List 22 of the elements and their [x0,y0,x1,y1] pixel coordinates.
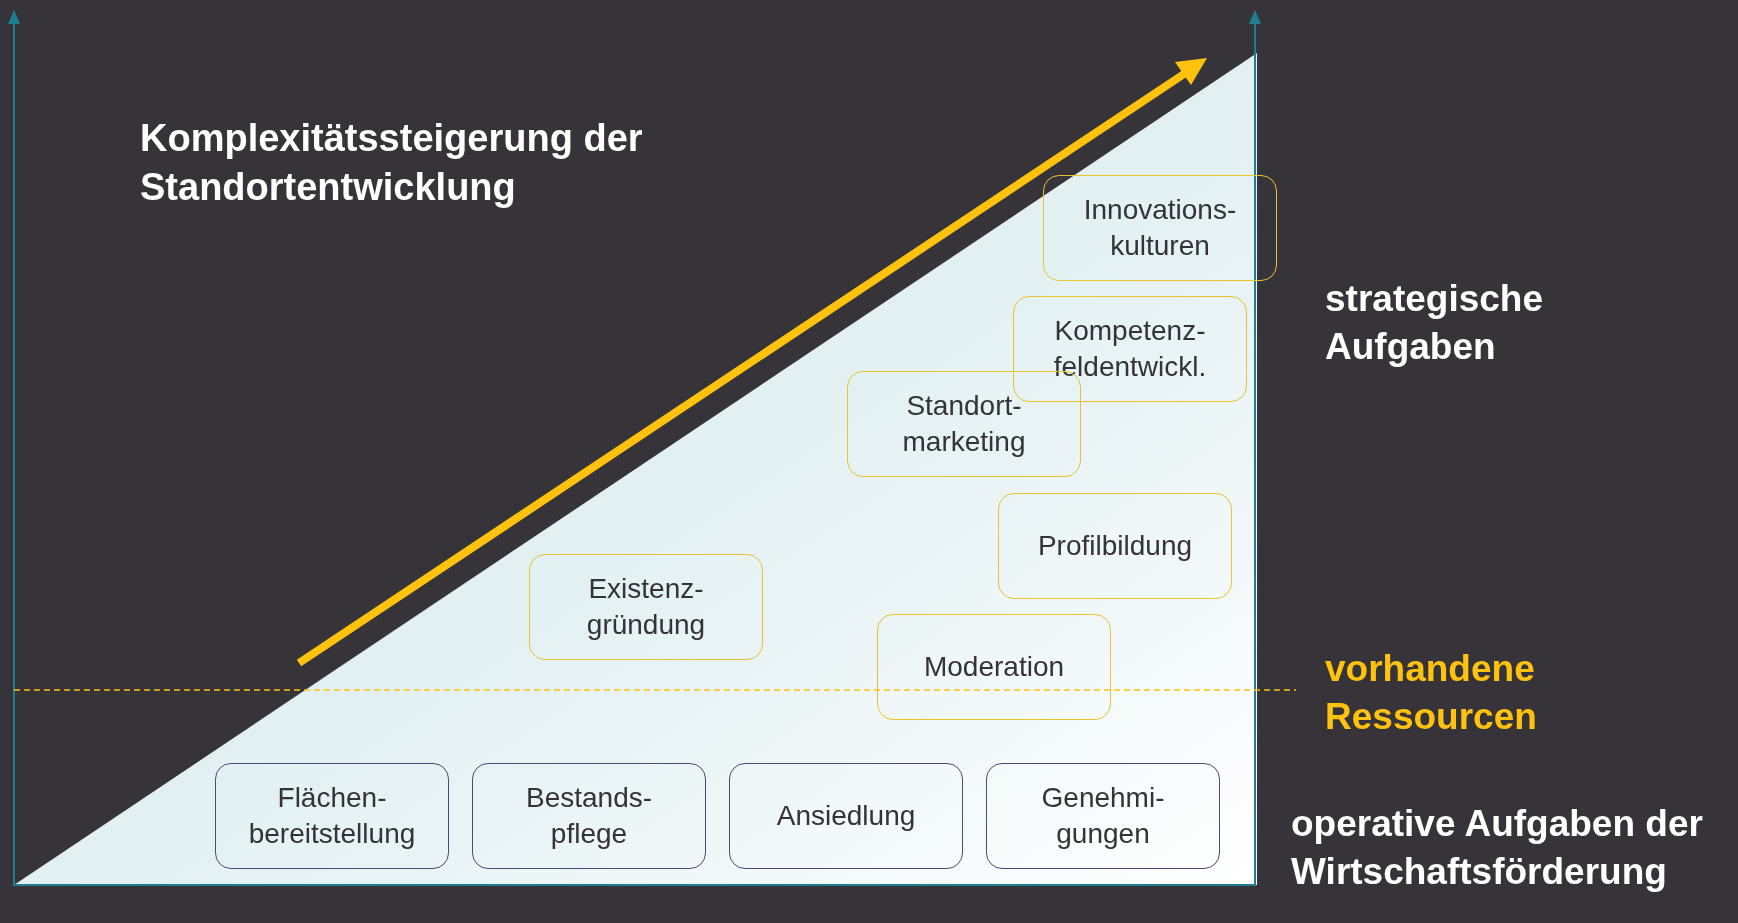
task-text: Ansiedlung [776,799,916,833]
task-box [729,763,963,869]
task-box [529,554,763,660]
side-label: operative Aufgaben der Wirtschaftsförderung [1291,802,1704,894]
task-box [1043,175,1277,281]
task-box [998,493,1232,599]
task-box [877,614,1111,720]
title: Komplexitätssteigerung der Standortentwicklung [140,116,644,210]
task-text: Flächen- bereitstellung [248,781,416,851]
side-label: vorhandene Ressourcen [1325,647,1538,739]
task-text: Moderation [923,650,1065,684]
side-label: strategische Aufgaben [1325,277,1544,369]
task-text: Genehmi- gungen [1041,781,1165,851]
task-text: Kompetenz- feldentwickl. [1053,314,1207,384]
task-box [215,763,449,869]
task-text: Existenz- gründung [586,572,706,642]
task-box [986,763,1220,869]
task-text: Standort- marketing [902,389,1026,459]
task-text: Innovations- kulturen [1083,193,1237,263]
task-text: Profilbildung [1037,529,1193,563]
task-text: Bestands- pflege [525,781,653,851]
task-box [472,763,706,869]
